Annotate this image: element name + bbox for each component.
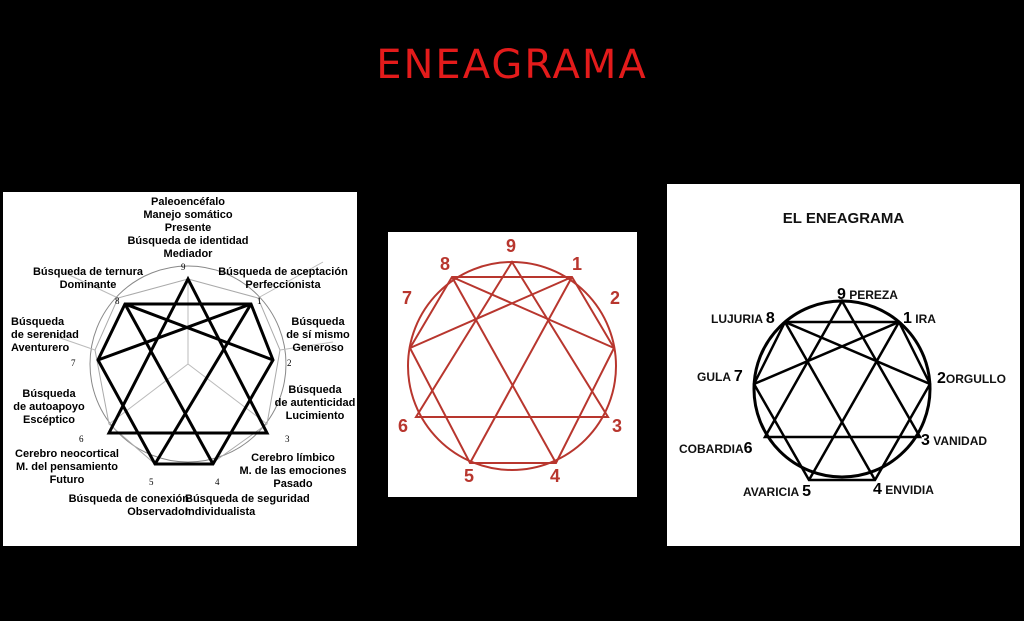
type4-label: 4 ENVIDIA [873, 481, 934, 498]
enneagram-descriptions-panel: Paleoencéfalo Manejo somático Presente B… [3, 192, 357, 546]
point-1-number: 1 [257, 296, 262, 306]
point-5-number: 5 [149, 477, 154, 487]
point-8-number: 8 [440, 254, 451, 274]
type6-label: COBARDIA6 [679, 440, 753, 457]
page-title: ENEAGRAMA [376, 42, 648, 88]
type7-label: GULA 7 [697, 368, 743, 385]
type6-description: Búsqueda de autoapoyo Escéptico [13, 388, 85, 426]
type8-label: LUJURIA 8 [711, 310, 775, 327]
type3-description: Búsqueda de autenticidad Lucimiento [274, 384, 356, 422]
type4-description: Búsqueda de seguridad Individualista [185, 493, 310, 518]
enneagram-figure-left [42, 261, 334, 466]
enneagram-red-panel: 9 1 2 3 4 5 6 7 8 [388, 232, 637, 497]
type1-label: 1 IRA [903, 310, 936, 327]
type1-description: Búsqueda de aceptación Perfeccionista [218, 266, 348, 291]
point-6-number: 6 [398, 416, 409, 436]
heart-center-description: Cerebro límbico M. de las emociones Pasa… [239, 452, 347, 490]
point-5-number: 5 [464, 466, 475, 486]
enneagram-figure-black [752, 298, 932, 482]
point-8-number: 8 [115, 296, 120, 306]
point-4-number: 4 [215, 477, 220, 487]
point-9-number: 9 [181, 262, 186, 272]
point-3-number: 3 [285, 434, 290, 444]
point-9-number: 9 [506, 236, 517, 256]
type9-label: 9 PEREZA [837, 286, 898, 303]
head-center-description: Cerebro neocortical M. del pensamiento F… [15, 448, 119, 486]
point-7-number: 7 [402, 288, 413, 308]
point-2-number: 2 [610, 288, 621, 308]
panel-title: EL ENEAGRAMA [782, 210, 905, 227]
type5-label: AVARICIA 5 [743, 483, 812, 500]
type2-description: Búsqueda de sí mismo Generoso [286, 316, 350, 354]
point-3-number: 3 [612, 416, 623, 436]
point-2-number: 2 [287, 358, 292, 368]
point-7-number: 7 [71, 358, 76, 368]
enneagram-vices-panel: EL ENEAGRAMA 9 PEREZA 1 IRA 2ORGULLO 3 V… [667, 184, 1020, 546]
type8-description: Búsqueda de ternura Dominante [32, 266, 144, 291]
type2-label: 2ORGULLO [937, 370, 1006, 387]
type9-description: Paleoencéfalo Manejo somático Presente B… [127, 196, 249, 260]
point-1-number: 1 [572, 254, 583, 274]
enneagram-figure-red [407, 260, 617, 471]
type3-label: 3 VANIDAD [921, 432, 988, 449]
point-6-number: 6 [79, 434, 84, 444]
type5-description: Búsqueda de conexión Observador [68, 493, 189, 518]
point-4-number: 4 [550, 466, 561, 486]
type7-description: Búsqueda de serenidad Aventurero [11, 316, 79, 354]
